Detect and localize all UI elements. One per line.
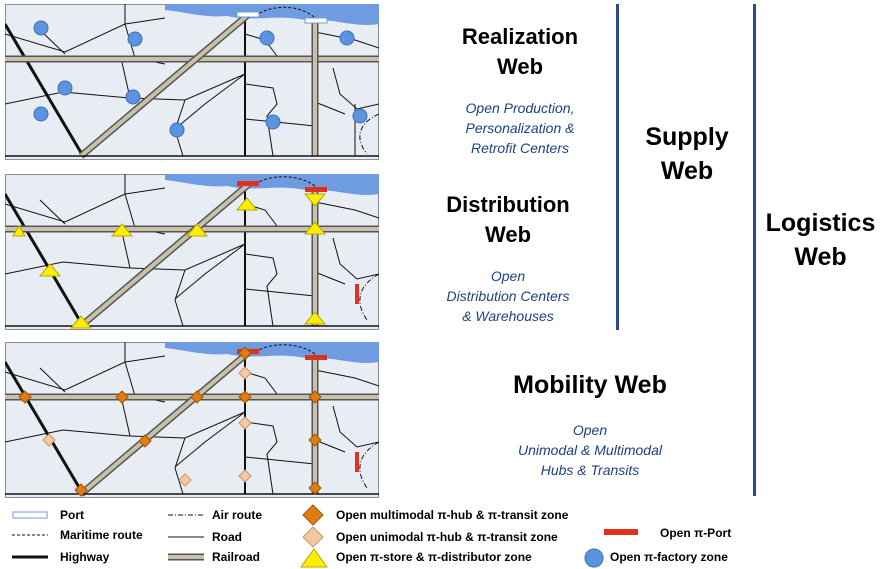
railroad-legend-icon [168, 553, 204, 561]
road-legend-icon [168, 536, 204, 538]
highway-legend-icon [12, 555, 48, 559]
store-legend-icon [300, 548, 328, 568]
distribution-web-desc: Open Distribution Centers & Warehouses [408, 266, 608, 326]
legend-highway-label: Highway [60, 550, 110, 564]
realization-title-line2: Web [496, 54, 544, 79]
legend-factory-label: Open π-factory zone [610, 550, 728, 564]
supply-title-line1: Supply [645, 123, 729, 151]
realization-map [5, 4, 379, 160]
distribution-web-title: Distribution Web [408, 190, 608, 250]
legend-unimodal-label: Open unimodal π-hub & π-transit zone [336, 530, 558, 544]
mobility-desc-line1: Open [572, 422, 608, 438]
distribution-title-line2: Web [484, 222, 532, 247]
pi-port-legend-icon [604, 529, 638, 535]
realization-web-desc: Open Production, Personalization & Retro… [420, 98, 620, 158]
realization-title-line1: Realization [461, 24, 579, 49]
air-route-legend-icon [168, 514, 204, 516]
unimodal-hub-legend-icon [302, 526, 324, 548]
legend-air-label: Air route [212, 508, 263, 522]
multimodal-hub-legend-icon [302, 504, 324, 526]
mobility-web-title: Mobility Web [470, 370, 710, 400]
distribution-desc-line3: & Warehouses [462, 308, 554, 324]
maritime-route-legend-icon [12, 534, 48, 536]
realization-web-title: Realization Web [420, 22, 620, 82]
logistics-title-line2: Web [794, 243, 847, 271]
legend-pi-port-label: Open π-Port [660, 526, 732, 540]
distribution-desc-line1: Open [490, 268, 526, 284]
supply-web-divider [616, 4, 619, 330]
mobility-desc-line3: Hubs & Transits [540, 462, 640, 478]
port-legend-icon [12, 511, 48, 519]
distribution-desc-line2: Distribution Centers [446, 288, 570, 304]
distribution-map [5, 174, 379, 330]
logistics-web-divider [753, 4, 756, 496]
realization-desc-line1: Open Production, [465, 100, 575, 116]
distribution-title-line1: Distribution [446, 192, 570, 217]
legend-maritime-label: Maritime route [60, 528, 143, 542]
realization-desc-line3: Retrofit Centers [470, 140, 570, 156]
supply-title-line2: Web [660, 157, 714, 185]
mobility-web-desc: Open Unimodal & Multimodal Hubs & Transi… [470, 420, 710, 480]
legend-multimodal-label: Open multimodal π-hub & π-transit zone [336, 508, 569, 522]
supply-web-title: Supply Web [622, 120, 752, 188]
legend-railroad-label: Railroad [212, 550, 261, 564]
mobility-title: Mobility Web [513, 371, 667, 399]
legend-road-label: Road [212, 530, 242, 544]
logistics-title-line1: Logistics [765, 209, 876, 237]
legend-store-label: Open π-store & π-distributor zone [336, 550, 532, 564]
legend-port-label: Port [60, 508, 84, 522]
mobility-desc-line2: Unimodal & Multimodal [518, 442, 662, 458]
mobility-map [5, 342, 379, 498]
logistics-web-title: Logistics Web [758, 206, 883, 274]
factory-legend-icon [584, 548, 604, 568]
realization-desc-line2: Personalization & [465, 120, 575, 136]
